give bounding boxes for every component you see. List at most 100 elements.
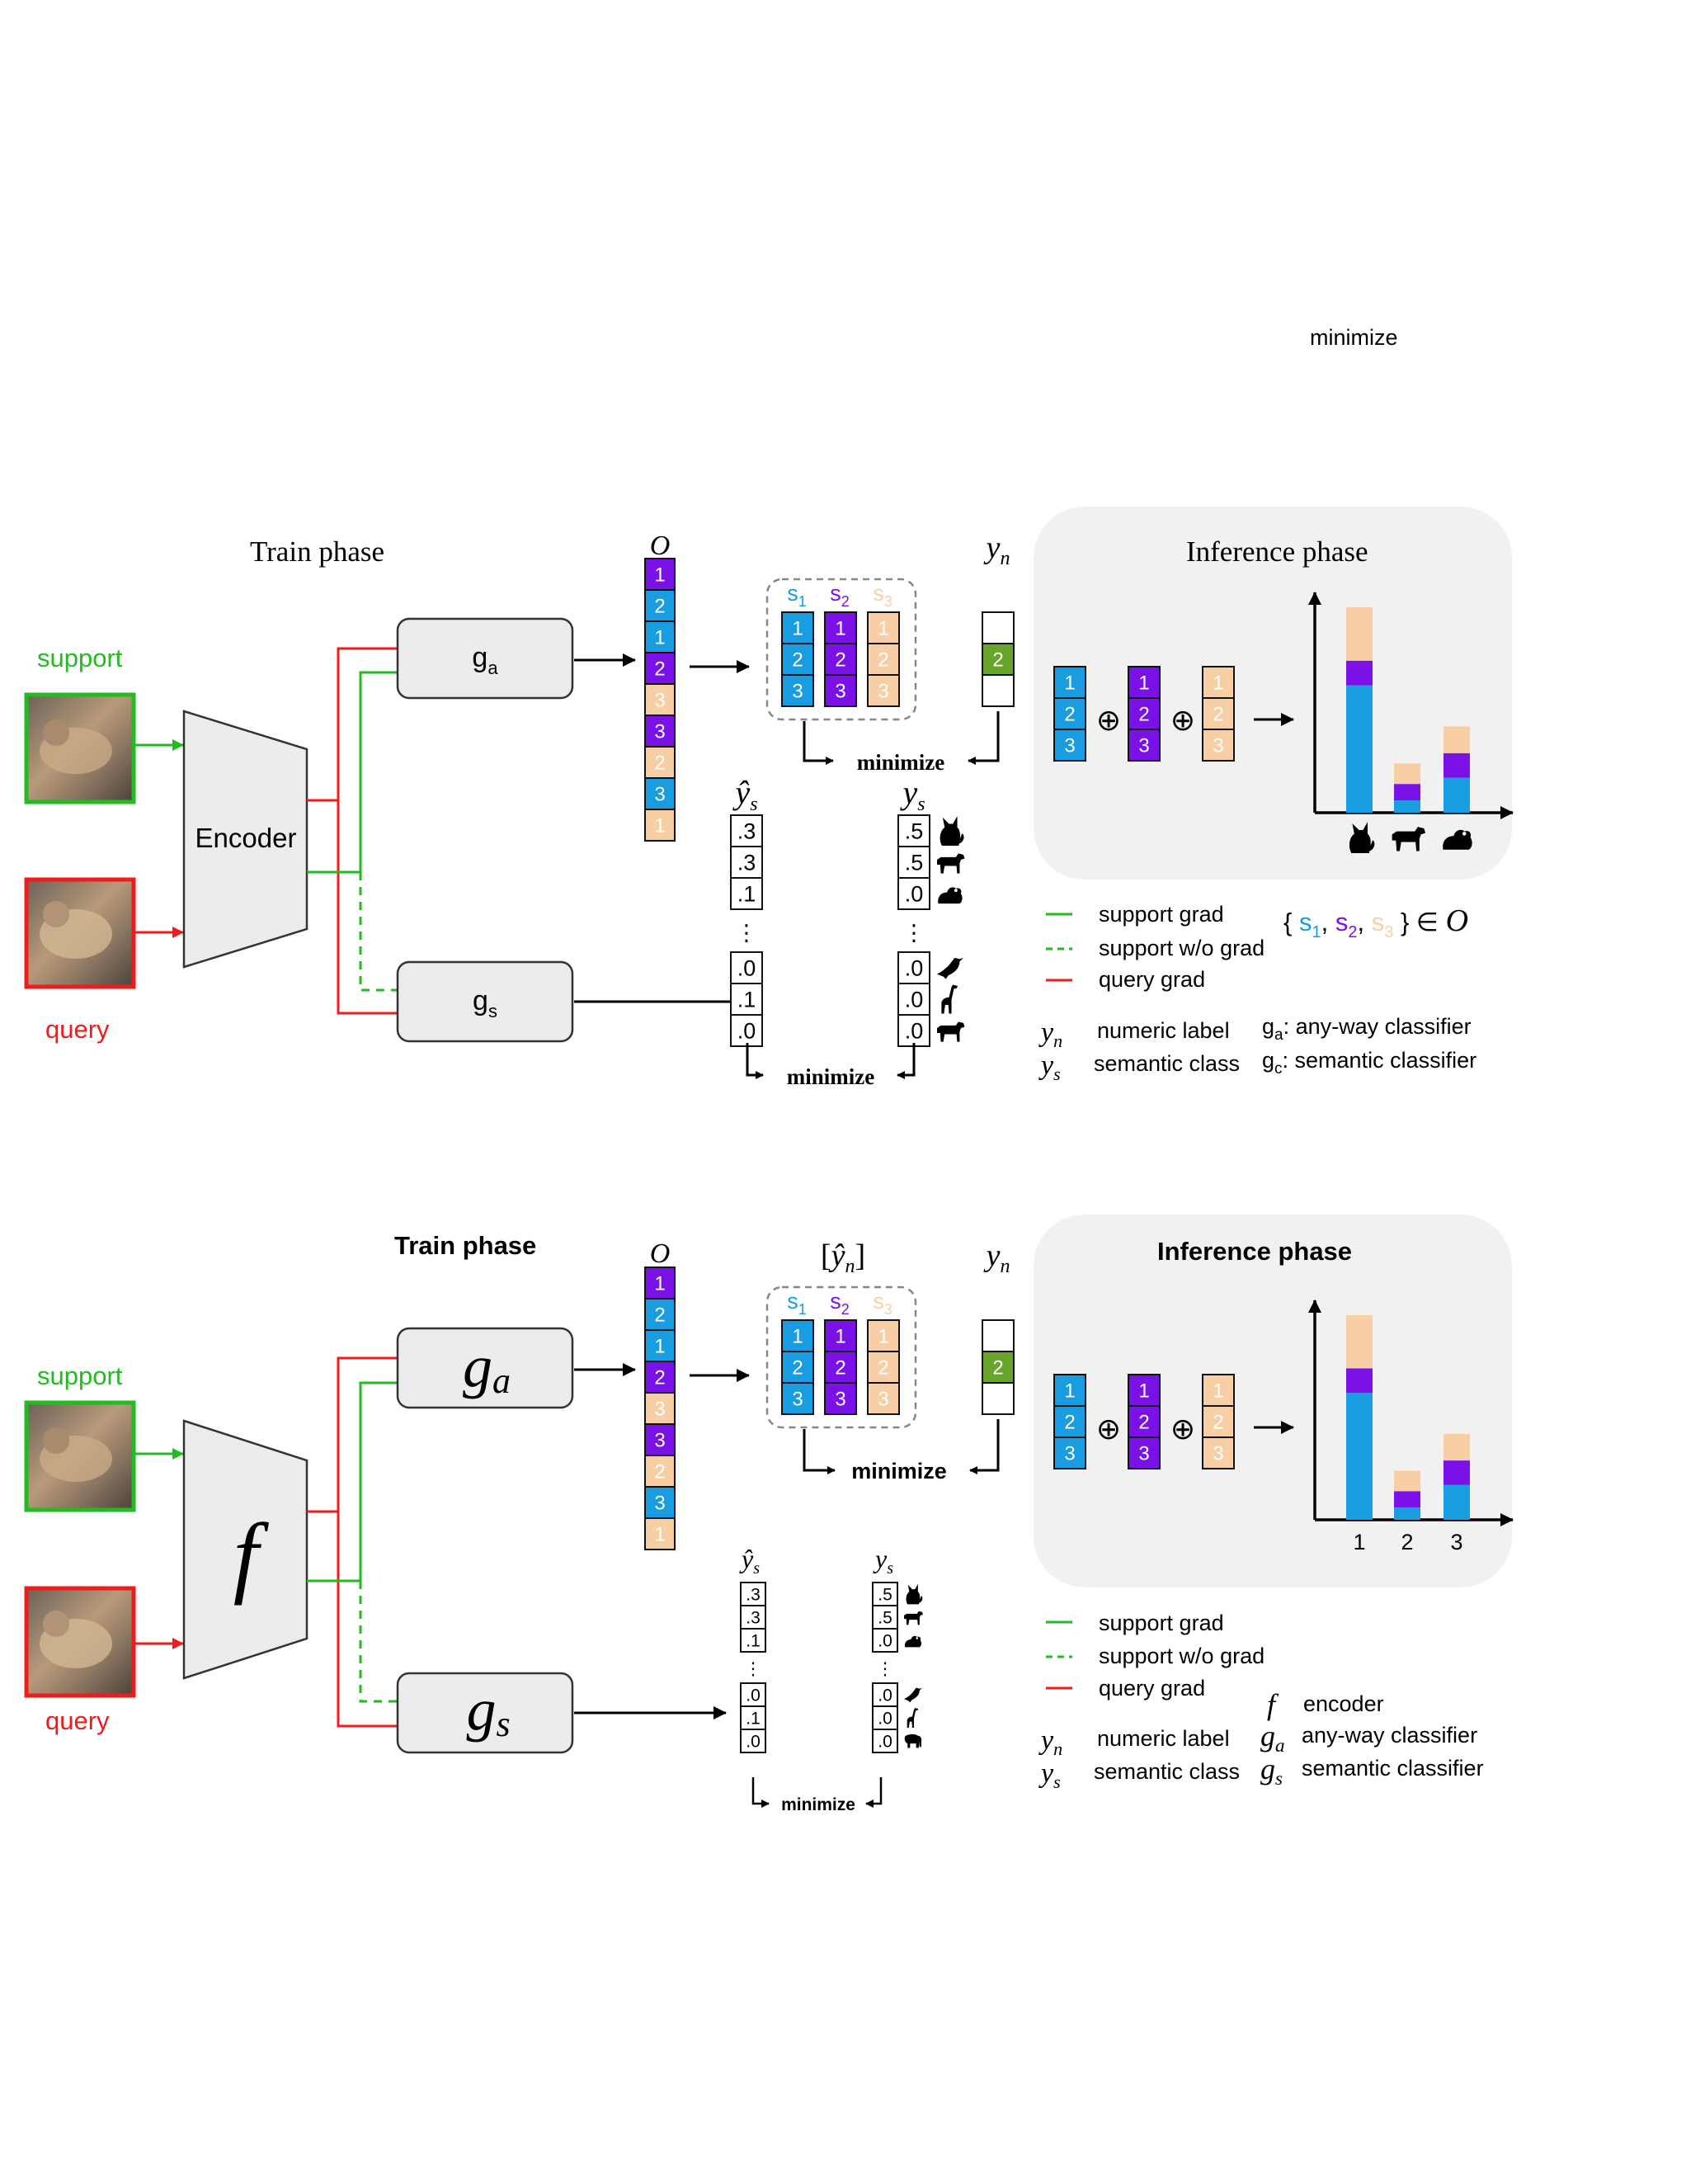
O-cell: 2 — [644, 652, 676, 685]
top-diagram: Train phase Inference phase support quer… — [24, 507, 1514, 1089]
bar-segment-peach — [1394, 1470, 1420, 1492]
yhat-prediction-column: .3.3.1.0.1.0⋮ — [730, 814, 763, 1047]
inference-cell-value: 2 — [1213, 1412, 1223, 1434]
score-cell-value: .5 — [905, 819, 924, 844]
support-nograd-wire-bottom — [359, 1581, 398, 1703]
group-box — [765, 578, 917, 721]
inference-cell: 3 — [1053, 729, 1086, 762]
score-cell-value: .1 — [746, 1710, 761, 1729]
legend-f-symbol: f — [1267, 1688, 1279, 1721]
inference-cell: 1 — [1202, 1374, 1235, 1407]
O-cell: 3 — [644, 777, 676, 810]
encoder-block — [182, 710, 308, 969]
yn-cell-value: 2 — [992, 1357, 1003, 1380]
group-cell: 3 — [781, 674, 814, 707]
legend-yn-desc: numeric label — [1097, 1018, 1230, 1043]
yn-cell: 2 — [982, 1351, 1015, 1384]
legend-gs-symbol-bottom: gs — [1260, 1752, 1283, 1789]
score-cell: .0 — [872, 1705, 898, 1730]
score-cell-value: .0 — [737, 1019, 756, 1044]
O-cell: 2 — [644, 746, 676, 779]
O-cell-value: 3 — [654, 721, 665, 743]
bar-segment-purple — [1346, 1368, 1373, 1394]
score-cell: .1 — [740, 1628, 766, 1653]
group-cell-value: 3 — [835, 1389, 845, 1411]
frog-icon — [938, 887, 963, 904]
query-grad-wire-lower — [337, 800, 398, 1015]
ga-head-label-bottom: ga — [463, 1333, 511, 1401]
inference-cell: 3 — [1053, 1436, 1086, 1469]
O-cell: 3 — [644, 1486, 676, 1519]
legend-support-wo-grad-bottom: support w/o grad — [1099, 1644, 1264, 1668]
elephant-icon — [904, 1734, 922, 1748]
O-cell: 2 — [644, 1361, 676, 1394]
inference-phase-title: Inference phase — [1186, 535, 1368, 568]
O-cell: 1 — [644, 809, 676, 842]
O-cell: 2 — [644, 1455, 676, 1488]
bar-segment-blue — [1443, 1484, 1470, 1520]
inference-cell: 2 — [1128, 697, 1161, 730]
group-box-bottom — [765, 1285, 917, 1429]
oplus-2-bottom: ⊕ — [1170, 1412, 1195, 1446]
minimize-lower-right-bottom — [865, 1777, 883, 1808]
group-cell-value: 3 — [878, 681, 888, 703]
bar-segment-purple — [1443, 1460, 1470, 1485]
minimize-upper-label: minimize — [857, 750, 944, 775]
group-cell-value: 2 — [878, 649, 888, 672]
group-cell-value: 2 — [835, 649, 845, 672]
yn-target-stack: 2 — [982, 611, 1015, 707]
legend-ga-symbol-bottom: ga — [1260, 1719, 1285, 1756]
yn-cell: 2 — [982, 643, 1015, 676]
query-label-bottom: query — [45, 1706, 110, 1735]
group-cell: 1 — [824, 1319, 857, 1352]
group-cell-value: 1 — [878, 1326, 888, 1348]
group-cell-value: 3 — [835, 681, 845, 703]
score-cell-value: .5 — [878, 1609, 892, 1628]
x-tick-label: 1 — [1353, 1530, 1365, 1554]
ga-head — [396, 617, 574, 700]
bar-segment-purple — [1443, 752, 1470, 778]
score-cell-value: .0 — [746, 1733, 761, 1752]
bar-segment-blue — [1394, 1507, 1420, 1520]
yn-cell — [982, 611, 1015, 644]
ellipsis: ⋮ — [745, 1658, 762, 1678]
O-cell: 3 — [644, 1423, 676, 1456]
support-image-bottom — [24, 1400, 136, 1512]
group-cell: 1 — [781, 1319, 814, 1352]
O-cell-value: 3 — [654, 690, 665, 712]
inference-cell: 1 — [1128, 1374, 1161, 1407]
group-cell: 2 — [867, 1351, 900, 1384]
oplus-1: ⊕ — [1096, 703, 1121, 737]
inference-cell-value: 2 — [1064, 1412, 1075, 1434]
O-cell: 1 — [644, 558, 676, 591]
bar-segment-peach — [1443, 726, 1470, 753]
legend-query-grad: query grad — [1099, 967, 1205, 992]
yhat-prediction-column-bottom: .3.3.1.0.1.0⋮ — [740, 1582, 766, 1753]
group-cell-value: 3 — [878, 1389, 888, 1411]
ys-target-column-bottom: .5.5.0.0.0.0⋮ — [872, 1582, 923, 1753]
dog-icon — [937, 1021, 965, 1042]
score-cell-value: .0 — [878, 1686, 892, 1705]
inference-cell: 2 — [1053, 1405, 1086, 1438]
legend-yn-desc-bottom: numeric label — [1097, 1726, 1230, 1751]
bar-segment-blue — [1394, 800, 1420, 813]
inference-cell: 3 — [1128, 1436, 1161, 1469]
minimize-upper-right-bottom — [969, 1419, 1000, 1474]
score-cell: .3 — [730, 846, 763, 879]
group-cell-value: 1 — [835, 1326, 845, 1348]
group-cell: 2 — [824, 1351, 857, 1384]
O-cell: 3 — [644, 683, 676, 716]
score-cell: .5 — [872, 1605, 898, 1630]
score-cell: .5 — [897, 846, 930, 879]
cat-icon — [906, 1585, 923, 1605]
group-cell: 3 — [867, 1382, 900, 1415]
inference-cell-value: 2 — [1138, 1412, 1149, 1434]
ellipsis: ⋮ — [736, 920, 758, 946]
score-cell: .5 — [897, 814, 930, 847]
dog-icon — [937, 853, 965, 874]
inference-panel — [1034, 507, 1512, 880]
ga-head-label: ga — [472, 642, 498, 678]
